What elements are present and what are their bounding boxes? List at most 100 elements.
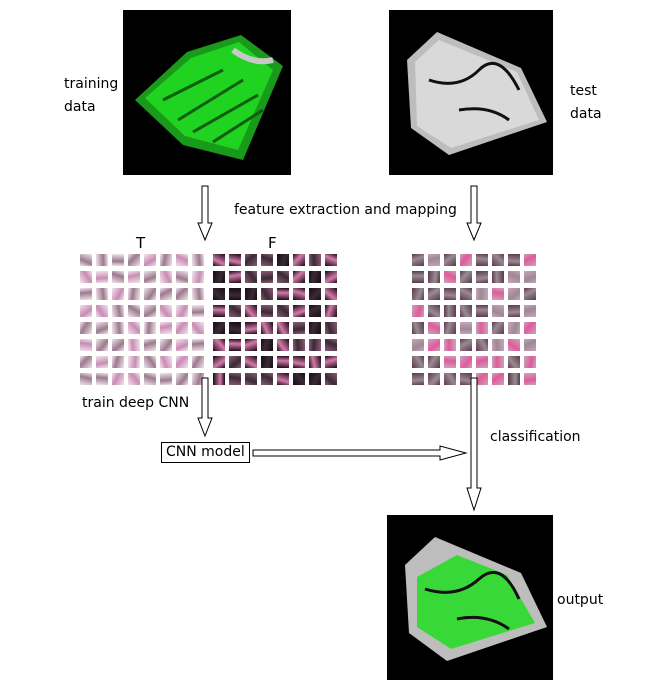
sample-tile: [460, 254, 472, 266]
sample-tile: [293, 339, 305, 351]
sample-tile: [245, 373, 257, 385]
sample-tile: [213, 305, 225, 317]
sample-tile: [492, 271, 504, 283]
sample-tile: [144, 254, 156, 266]
sample-tile: [444, 322, 456, 334]
sample-tile: [508, 271, 520, 283]
sample-tile: [524, 322, 536, 334]
sample-tile: [128, 373, 140, 385]
sample-tile: [460, 288, 472, 300]
sample-tile: [128, 305, 140, 317]
sample-tile: [192, 339, 204, 351]
sample-tile: [309, 271, 321, 283]
sample-tile: [444, 305, 456, 317]
sample-tile: [128, 271, 140, 283]
sample-tile: [428, 322, 440, 334]
sample-tile: [261, 254, 273, 266]
sample-tile: [508, 288, 520, 300]
sample-tile: [229, 339, 241, 351]
sample-tile: [144, 356, 156, 368]
sample-tile: [261, 288, 273, 300]
sample-tile: [144, 288, 156, 300]
sample-tile: [192, 356, 204, 368]
sample-tile: [277, 305, 289, 317]
sample-tile: [160, 305, 172, 317]
sample-tile: [325, 254, 337, 266]
sample-tile: [293, 288, 305, 300]
sample-tile: [277, 373, 289, 385]
sample-tile: [80, 339, 92, 351]
sample-tile: [476, 339, 488, 351]
sample-tile: [176, 339, 188, 351]
arrow-test-to-features: [466, 185, 482, 242]
sample-tile: [160, 339, 172, 351]
sample-tile: [192, 254, 204, 266]
sample-tile: [213, 271, 225, 283]
train-cnn-label: train deep CNN: [82, 395, 190, 411]
sample-tile: [476, 356, 488, 368]
sample-tile: [261, 271, 273, 283]
sample-tile: [460, 373, 472, 385]
sample-tile: [412, 305, 424, 317]
sample-tile: [293, 254, 305, 266]
sample-tile: [176, 305, 188, 317]
sample-tile: [245, 254, 257, 266]
sample-tile: [160, 254, 172, 266]
sample-tile: [428, 373, 440, 385]
sample-tile: [524, 271, 536, 283]
sample-tile: [229, 356, 241, 368]
sample-tile: [293, 322, 305, 334]
sample-tile: [508, 305, 520, 317]
sample-tile: [325, 305, 337, 317]
sample-tile: [524, 288, 536, 300]
training-data-label-line2: data: [64, 99, 96, 115]
sample-tile: [412, 288, 424, 300]
sample-tile: [277, 339, 289, 351]
sample-tile: [160, 288, 172, 300]
sample-tile: [229, 271, 241, 283]
sample-tile: [112, 288, 124, 300]
sample-tile: [80, 271, 92, 283]
sample-tile: [412, 254, 424, 266]
sample-tile: [213, 288, 225, 300]
sample-tile: [492, 254, 504, 266]
sample-tile: [412, 339, 424, 351]
sample-tile: [245, 322, 257, 334]
sample-tile: [192, 271, 204, 283]
sample-tile: [492, 305, 504, 317]
sample-tile: [277, 322, 289, 334]
true-sample-grid: [80, 254, 204, 385]
sample-tile: [160, 356, 172, 368]
test-point-cloud-render: [407, 32, 547, 155]
sample-tile: [96, 339, 108, 351]
test-sample-grid: [412, 254, 536, 385]
sample-tile: [508, 356, 520, 368]
sample-tile: [508, 373, 520, 385]
sample-tile: [128, 322, 140, 334]
classification-label: classification: [490, 429, 581, 445]
sample-tile: [245, 305, 257, 317]
sample-tile: [80, 305, 92, 317]
sample-tile: [245, 271, 257, 283]
sample-tile: [309, 254, 321, 266]
sample-tile: [144, 339, 156, 351]
sample-tile: [412, 271, 424, 283]
sample-tile: [412, 322, 424, 334]
sample-tile: [277, 254, 289, 266]
sample-tile: [112, 322, 124, 334]
sample-tile: [460, 356, 472, 368]
sample-tile: [444, 373, 456, 385]
sample-tile: [261, 339, 273, 351]
sample-tile: [293, 305, 305, 317]
sample-tile: [460, 271, 472, 283]
sample-tile: [128, 254, 140, 266]
sample-tile: [524, 356, 536, 368]
test-data-label-line1: test: [570, 83, 597, 99]
sample-tile: [476, 271, 488, 283]
sample-tile: [492, 339, 504, 351]
sample-tile: [428, 254, 440, 266]
sample-tile: [428, 356, 440, 368]
sample-tile: [325, 339, 337, 351]
sample-tile: [128, 356, 140, 368]
sample-tile: [80, 373, 92, 385]
